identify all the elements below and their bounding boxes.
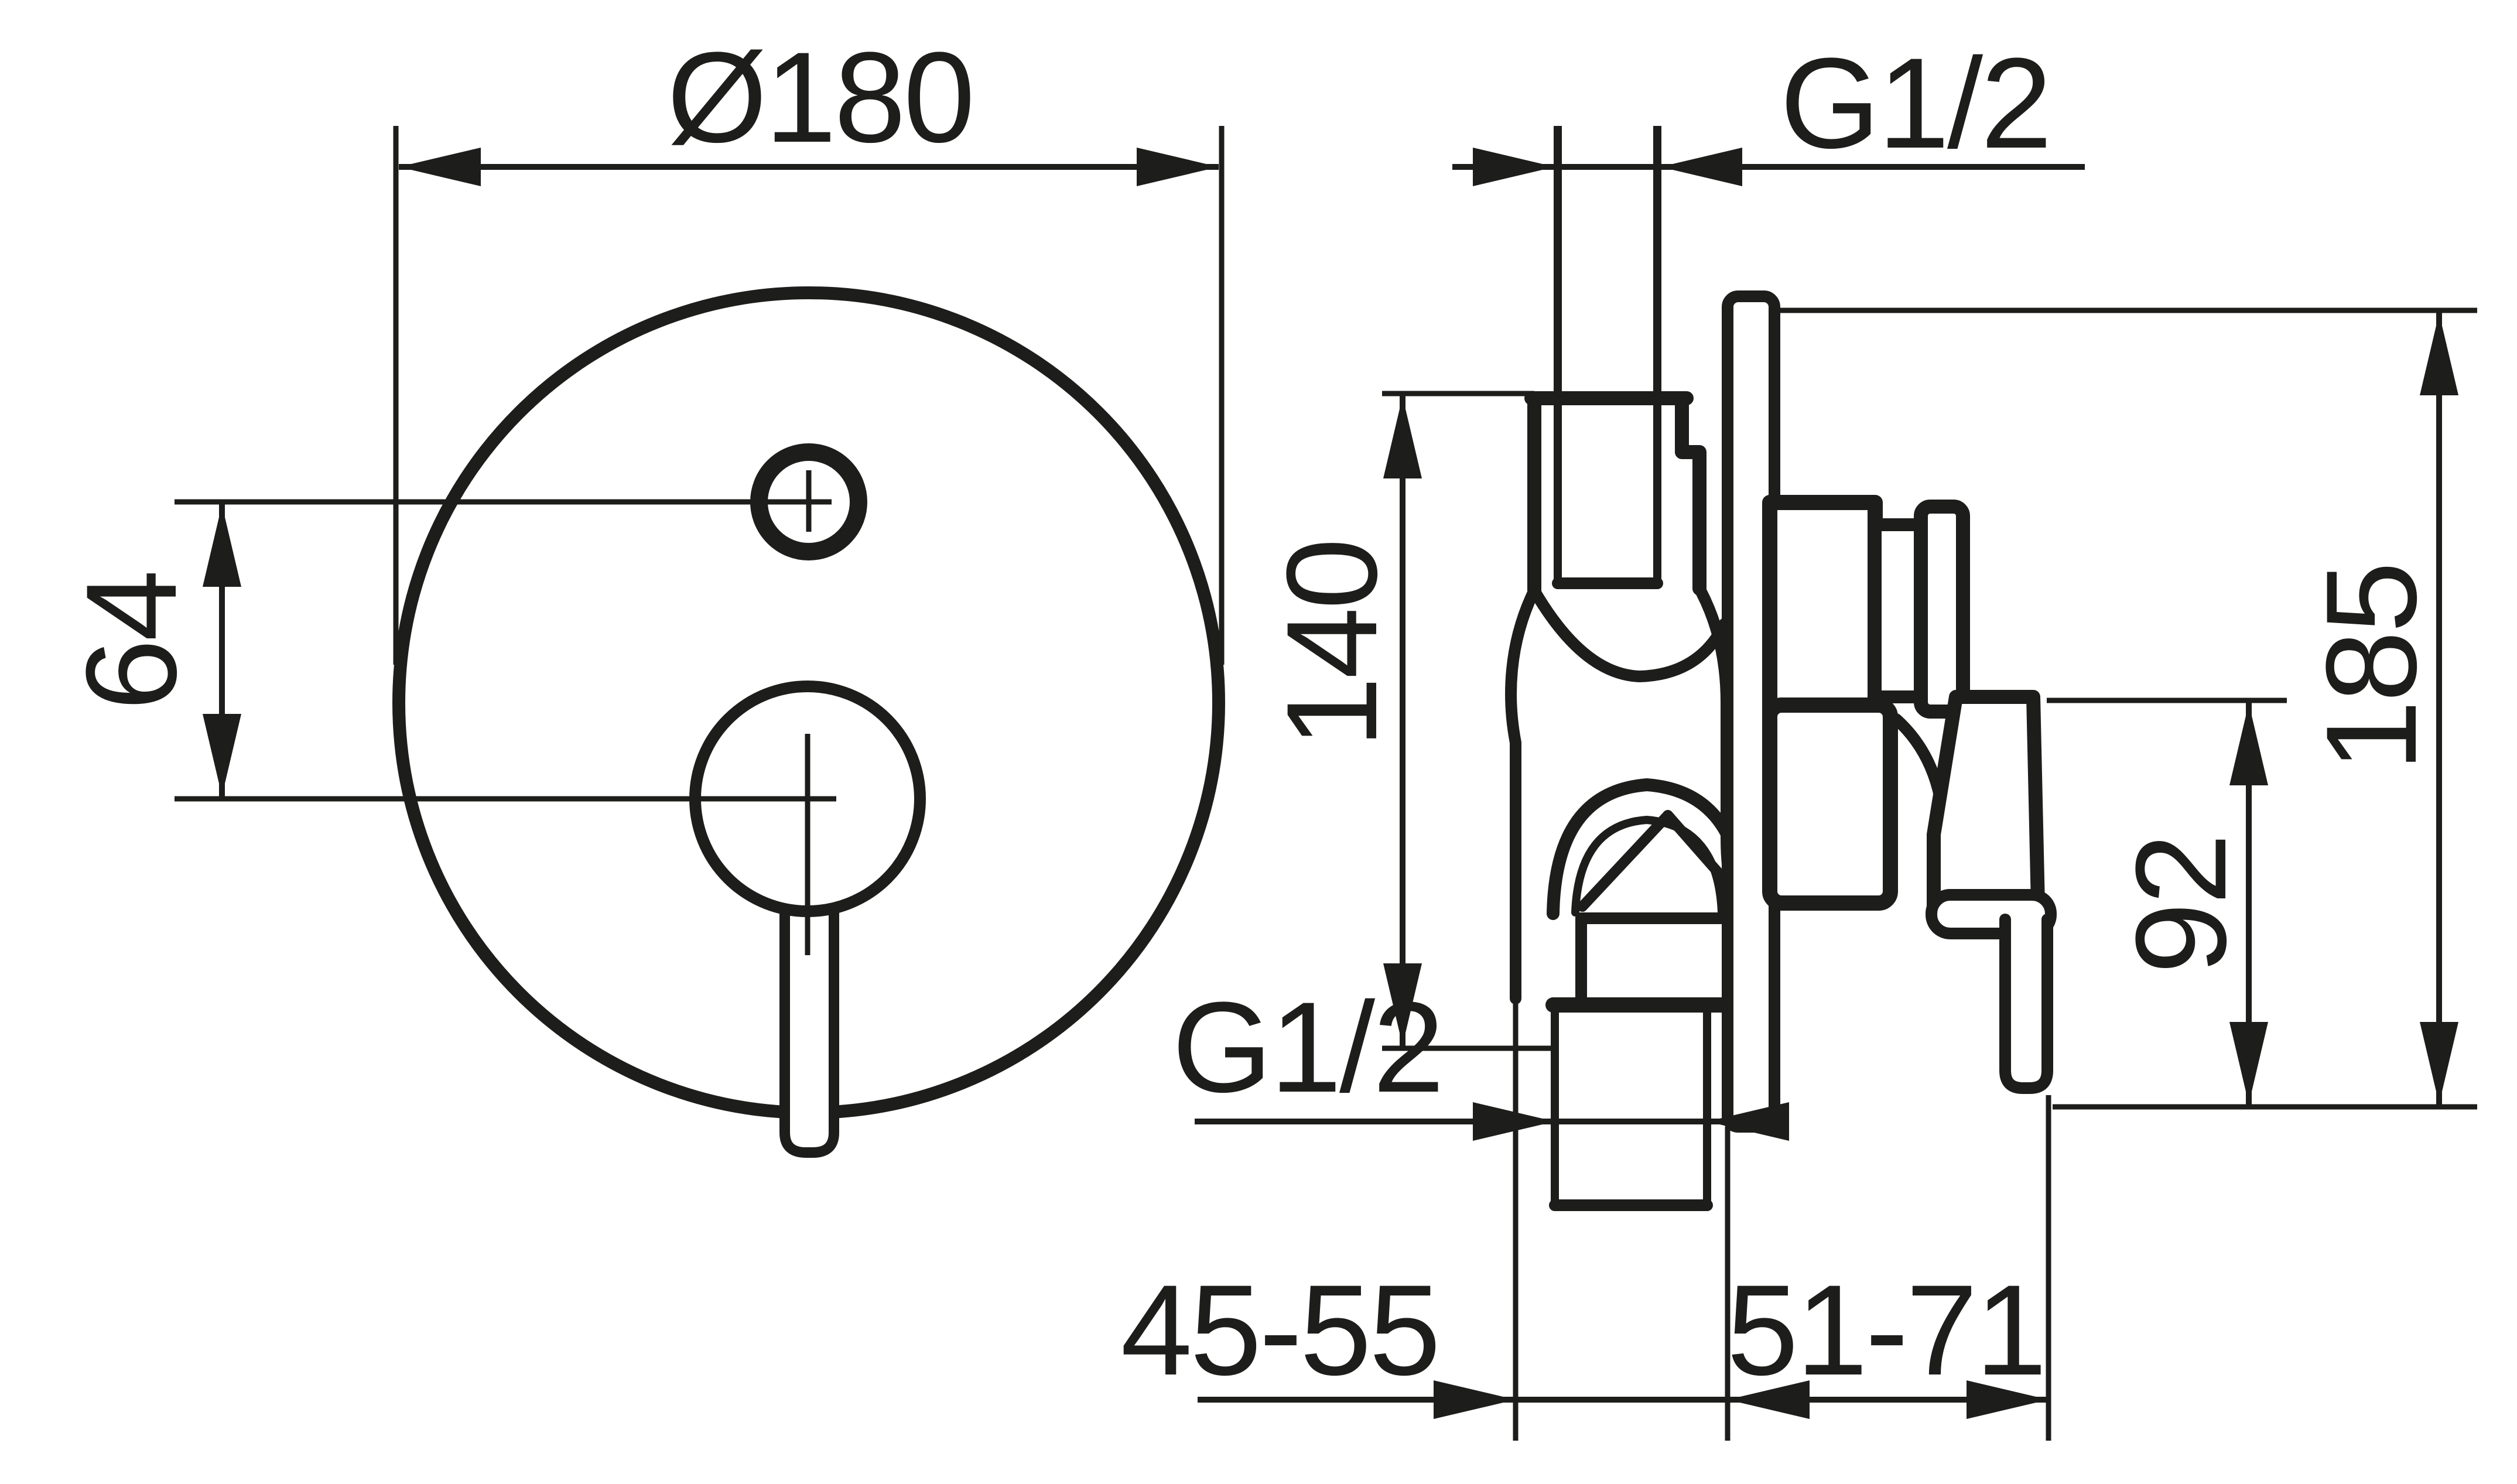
- handle-height-label: 92: [2109, 836, 2253, 974]
- dimension-install-depths: 45-55 51-71: [1121, 999, 2051, 1441]
- body-left-outline: [1505, 584, 1540, 1004]
- arrowhead-right: [1137, 148, 1219, 186]
- knob-cap: [1914, 500, 1970, 719]
- install-depth-front-label: 51-71: [1727, 1258, 2045, 1402]
- arrowhead-down: [203, 714, 241, 796]
- inlet-height-label: 140: [1260, 540, 1404, 748]
- arrowhead-right-2: [1967, 1380, 2049, 1419]
- install-depth-wall-label: 45-55: [1121, 1258, 1439, 1402]
- arrowhead-up: [203, 505, 241, 587]
- knob-base: [1762, 495, 1883, 723]
- arrowhead-right: [1473, 148, 1555, 186]
- arrowhead-left: [399, 148, 481, 186]
- front-diameter-label: Ø180: [667, 25, 973, 169]
- side-handle-assembly: [1762, 690, 2057, 1094]
- side-valve-body: [1505, 583, 1757, 1211]
- bottom-connection-label: G1/2: [1172, 975, 1442, 1119]
- bell-outer-arc: [1547, 778, 1750, 920]
- top-connection-label: G1/2: [1780, 31, 2050, 175]
- total-height-label: 185: [2299, 563, 2443, 771]
- dimension-inlet-height: 140: [1260, 391, 1555, 1051]
- side-top-inlet: [1524, 126, 1707, 597]
- arrowhead-up: [2229, 703, 2268, 785]
- side-view: [1505, 126, 2057, 1211]
- handle-blade: [1999, 914, 2053, 1094]
- handle-escutcheon: [1762, 697, 1898, 911]
- dimension-front-diameter: Ø180: [393, 25, 1225, 665]
- handle-hub: [1927, 690, 2045, 916]
- arrowhead-left: [1707, 1102, 1789, 1141]
- arrowhead-up: [1383, 396, 1422, 478]
- dimension-handle-height: 92: [2047, 697, 2287, 1107]
- front-handle-lever: [779, 873, 839, 1158]
- arrowhead-left: [1660, 148, 1742, 186]
- inlet-right-edge-step: [1675, 391, 1707, 596]
- dimension-total-height: 185: [1776, 307, 2477, 1110]
- arrowhead-down: [2420, 1022, 2458, 1104]
- dimension-top-connection: G1/2: [1452, 31, 2085, 186]
- body-shoulder-curve: [1530, 587, 1731, 682]
- arrowhead-down: [2229, 1022, 2268, 1104]
- front-view: [175, 286, 1225, 1158]
- arrowhead-up: [2420, 313, 2458, 395]
- side-diverter-knob: [1762, 495, 1970, 723]
- arrowhead-left: [1728, 1380, 1810, 1419]
- dimension-center-spacing: 64: [59, 502, 241, 799]
- arrowhead-down: [1383, 963, 1422, 1045]
- center-spacing-label: 64: [59, 572, 203, 711]
- arrowhead-right: [1434, 1380, 1516, 1419]
- dimension-bottom-connection: G1/2: [1172, 975, 1789, 1141]
